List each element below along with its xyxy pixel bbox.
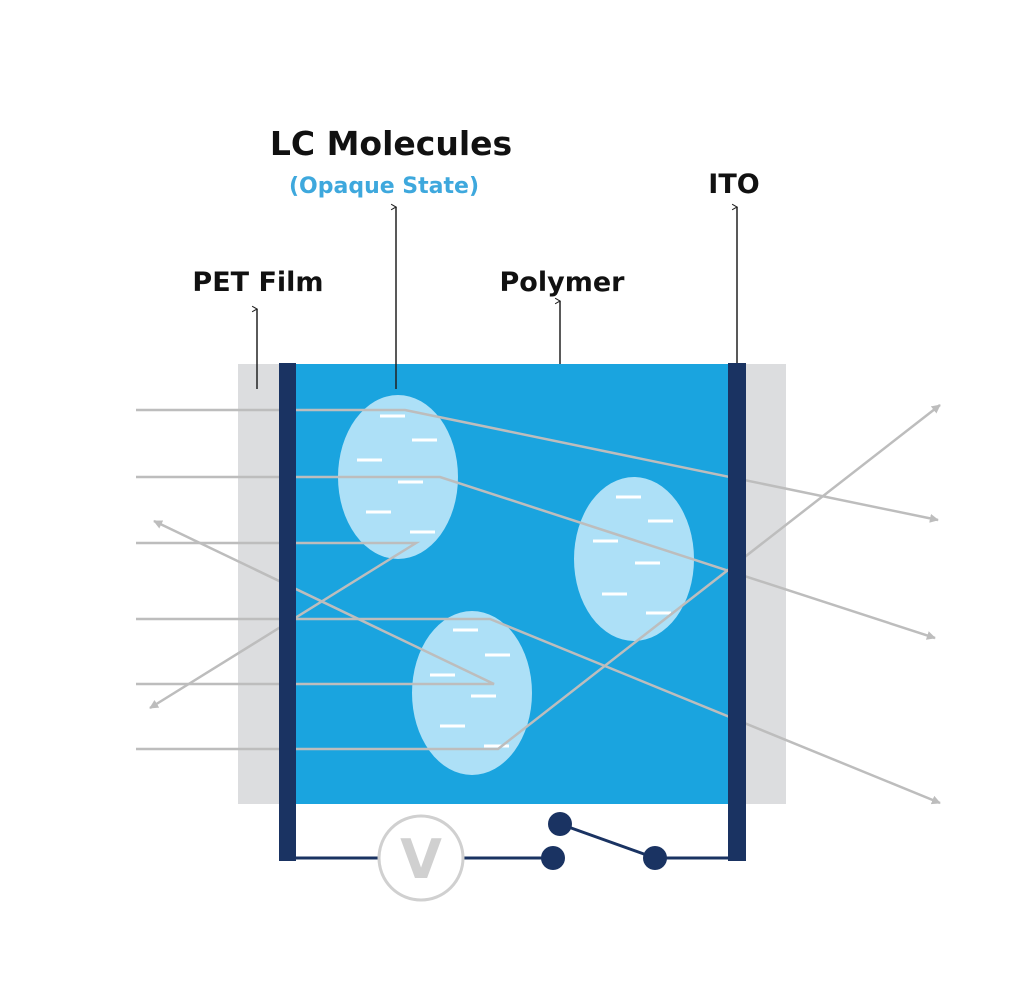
light-ray-3 [136, 541, 421, 710]
light-ray-1 [136, 408, 939, 523]
light-rays [136, 404, 941, 805]
light-ray-5 [136, 519, 495, 686]
circuit-wire [296, 822, 728, 860]
light-ray-4 [136, 617, 941, 805]
lc-droplet-3 [412, 611, 532, 775]
left-electrode [279, 363, 296, 861]
label-ito: ITO [708, 169, 759, 200]
label-polymer: Polymer [500, 267, 626, 298]
label-pet-film: PET Film [192, 267, 323, 298]
lc-droplet-2 [574, 477, 694, 641]
label-lc-molecules: LC Molecules [270, 124, 512, 163]
right-electrode [728, 363, 746, 861]
voltmeter-icon: V [377, 814, 465, 902]
voltmeter-label: V [400, 828, 442, 891]
light-ray-6 [136, 404, 941, 751]
label-opaque-state: (Opaque State) [289, 174, 479, 199]
light-ray-2 [136, 475, 936, 640]
open-switch-icon [541, 812, 667, 870]
pointer-lines [251, 203, 739, 389]
